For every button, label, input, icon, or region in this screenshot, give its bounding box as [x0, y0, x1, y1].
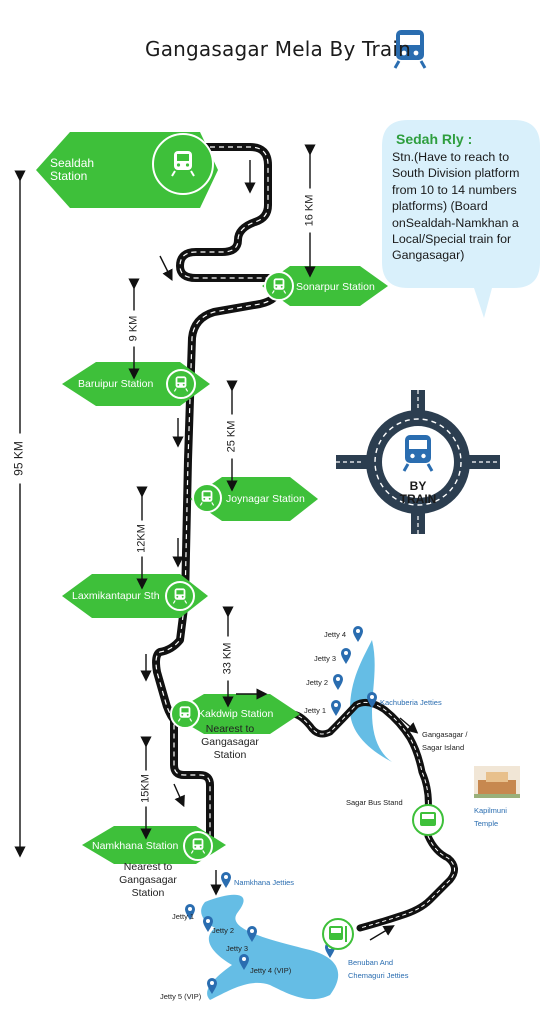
namkhana-note-3: Station: [131, 887, 165, 899]
benuban-1: Benuban And: [348, 958, 394, 967]
distance-9: 9 KM: [127, 310, 141, 347]
distance-total: 95 KM: [12, 433, 26, 484]
kapilmuni-2: Temple: [474, 819, 499, 828]
sagar-bus-stand-label: Sagar Bus Stand: [346, 798, 403, 807]
jetty-north-4: Jetty 4: [324, 630, 347, 639]
kapilmuni-label: Kapilmuni Temple: [474, 804, 507, 830]
location-pin-icon: [341, 648, 351, 664]
kakdwip-note-2: Gangasagar: [201, 736, 259, 748]
bubble-body: Stn.(Have to reach to South Division pla…: [392, 150, 520, 263]
page-title: Gangasagar Mela By Train: [145, 37, 412, 61]
station-sealdah-line1: Sealdah: [50, 156, 95, 170]
gangasagar-island-label: Gangasagar / Sagar Island: [422, 728, 467, 754]
info-bubble: [382, 120, 540, 318]
distance-33: 33 KM: [221, 636, 235, 681]
namkhana-jetties-label: Namkhana Jetties: [234, 878, 295, 887]
jetty-south-4: Jetty 4 (VIP): [250, 966, 292, 975]
kakdwip-note-3: Station: [213, 749, 247, 761]
jetty-south-1: Jetty 1: [172, 912, 195, 921]
location-pin-icon: [333, 674, 343, 690]
sonarpur-diamond: [262, 266, 388, 306]
jetty-south-5: Jetty 5 (VIP): [160, 992, 202, 1001]
station-kakdwip: Kakdwip Station: [198, 708, 274, 720]
station-sealdah: Sealdah Station: [50, 157, 110, 183]
station-baruipur: Baruipur Station: [78, 378, 154, 390]
jetty-south-3: Jetty 3: [226, 944, 249, 953]
benuban-2: Chemaguri Jetties: [348, 971, 409, 980]
bus-icon: [322, 918, 354, 950]
joynagar-diamond: [190, 477, 318, 521]
benuban-label: Benuban And Chemaguri Jetties: [348, 956, 408, 982]
kakdwip-diamond: [170, 694, 300, 734]
title-train-icon: [393, 30, 427, 69]
bubble-title: Sedah Rly :: [396, 131, 473, 147]
kapilmuni-1: Kapilmuni: [474, 806, 507, 815]
distance-25: 25 KM: [225, 414, 239, 459]
by-train-roundabout: [336, 390, 500, 534]
station-laxmikantapur: Laxmikantapur Sth: [72, 590, 160, 602]
distance-12: 12KM: [135, 520, 149, 557]
jetty-north-2: Jetty 2: [306, 678, 329, 687]
namkhana-note: Nearest to Gangasagar Station: [108, 861, 188, 900]
kakdwip-note-1: Nearest to: [205, 723, 255, 735]
location-pin-icon: [331, 700, 341, 716]
station-sealdah-line2: Station: [50, 169, 88, 183]
jetty-north-3: Jetty 3: [314, 654, 337, 663]
jetty-south-2: Jetty 2: [212, 926, 235, 935]
distance-16: 16 KM: [303, 188, 317, 233]
jetty-north-1: Jetty 1: [304, 706, 327, 715]
kachuberia-label: Kachuberia Jetties: [380, 698, 442, 707]
bus-icon: [412, 804, 444, 836]
kakdwip-note: Nearest to Gangasagar Station: [190, 723, 270, 762]
gangasagar-island-2: Sagar Island: [422, 743, 465, 752]
temple-image: [474, 766, 520, 798]
station-joynagar: Joynagar Station: [226, 493, 305, 505]
river-south: [201, 894, 339, 1000]
station-sonarpur: Sonarpur Station: [296, 281, 375, 293]
namkhana-note-1: Nearest to: [123, 861, 173, 873]
gangasagar-island-1: Gangasagar /: [422, 730, 468, 739]
namkhana-note-2: Gangasagar: [119, 874, 177, 886]
station-namkhana: Namkhana Station: [92, 840, 179, 852]
distance-15: 15KM: [139, 770, 153, 807]
location-pin-icon: [353, 626, 363, 642]
bus-road: [356, 832, 458, 932]
location-pin-icon: [221, 872, 231, 888]
by-train-label: BY TRAIN: [399, 479, 437, 506]
